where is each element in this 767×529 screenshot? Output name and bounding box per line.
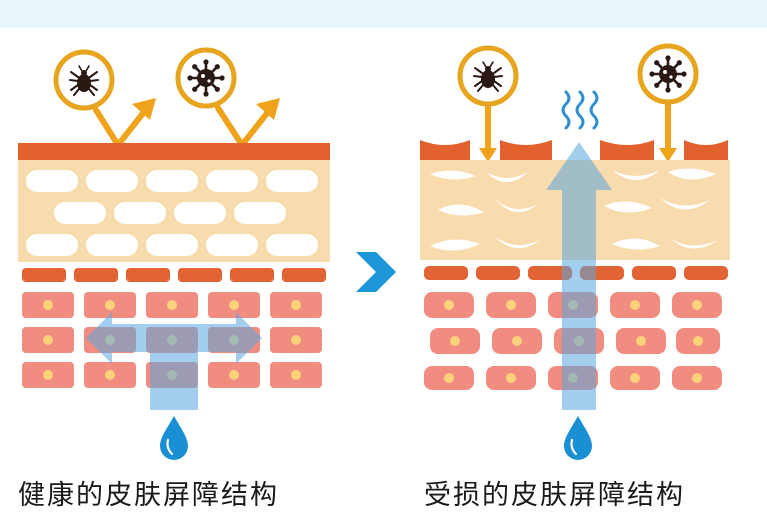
damaged-barrier-strip (420, 140, 728, 160)
allergen-germ-icon (175, 47, 237, 109)
transition-arrow-icon (356, 252, 396, 292)
water-loss-arrow (546, 142, 612, 410)
evaporation-wave-icon (561, 90, 599, 130)
deflection-arrowheads (132, 98, 280, 120)
deflection-arrows (93, 105, 271, 148)
healthy-barrier-strip (18, 143, 330, 160)
water-retention-arrow (86, 312, 262, 410)
water-drop-icon (564, 416, 592, 460)
allergen-mite-icon (457, 45, 519, 107)
allergen-mite-icon (53, 49, 115, 111)
damaged-skin-panel (420, 43, 730, 460)
penetration-arrows (479, 104, 677, 162)
allergen-germ-icon (637, 43, 699, 105)
healthy-granular-row (22, 268, 326, 282)
damaged-barrier-caption: 受损的皮肤屏障结构 (424, 480, 685, 511)
healthy-lipid-layer (18, 160, 330, 262)
water-drop-icon (160, 416, 188, 460)
healthy-skin-panel (18, 47, 330, 460)
healthy-barrier-caption: 健康的皮肤屏障结构 (18, 480, 279, 511)
